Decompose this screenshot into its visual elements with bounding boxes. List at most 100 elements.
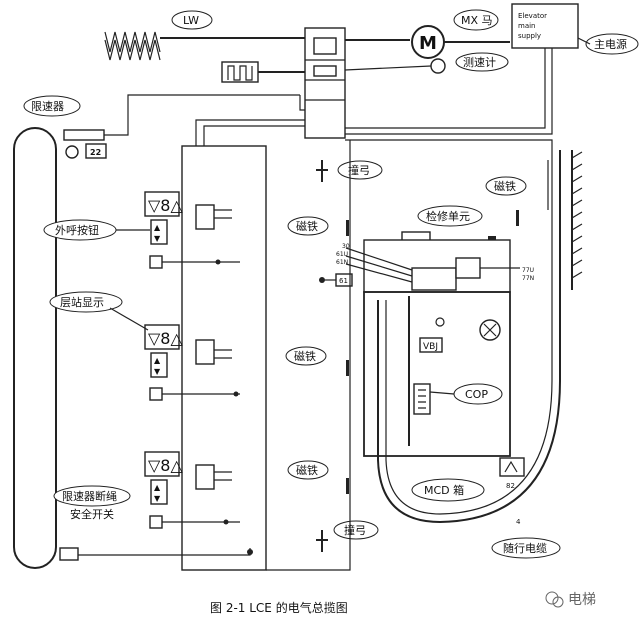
supply-cable: [345, 48, 546, 129]
governor-wire-end: [299, 95, 305, 111]
speedometer-callout: [455, 52, 509, 72]
duct-to-cabinet-wire: [266, 140, 351, 571]
cab-term-4: 61: [339, 277, 348, 285]
governor-rope-loop: [13, 127, 57, 569]
mx-callout: [453, 9, 499, 31]
travel-cable-inner: [385, 150, 553, 515]
hall-button-label: 外呼按钮: [55, 223, 99, 237]
figure-caption: 图 2-1 LCE 的电气总揽图: [210, 600, 348, 615]
fan-blades: [483, 323, 497, 337]
cab-term-dot: [319, 277, 325, 283]
car-top-wire-a: [345, 247, 413, 271]
main-power-label: 主电源: [594, 37, 627, 51]
governor-num: 22: [90, 148, 101, 157]
magnet-3-label: 磁铁: [294, 350, 316, 363]
mcd-callout: [411, 478, 485, 502]
mcd-box: [499, 457, 525, 477]
duct-wire-1: [195, 119, 305, 146]
supply-line-1: Elevator: [518, 12, 547, 20]
fixture-wires: [214, 209, 232, 481]
rail-hatch: [571, 151, 583, 279]
svg-text:▲: ▲: [154, 483, 161, 492]
governor-callout: [23, 95, 81, 117]
control-cabinet: [304, 27, 346, 139]
vbj-label: VBJ: [423, 342, 438, 352]
travel-cable-outer: [377, 150, 561, 524]
svg-text:▲: ▲: [154, 223, 161, 232]
governor-safety-switch: [59, 547, 79, 561]
mx-label: MX 马: [461, 14, 493, 27]
magnet-3-callout: [285, 346, 327, 366]
indicator-top: ▽8△: [148, 196, 183, 215]
buffer-top-icon: [316, 160, 328, 182]
hall-button-bottom[interactable]: [150, 479, 168, 505]
cop-panel[interactable]: [413, 383, 431, 415]
buffer-bottom-icon: [316, 530, 328, 552]
svg-text:▼: ▼: [154, 367, 161, 376]
lw-callout: [171, 10, 213, 30]
watermark: 电梯: [545, 591, 596, 608]
governor-switch-callout-1: [53, 485, 131, 507]
cab-term-2: 61U: [336, 251, 348, 258]
magnet-4-callout: [287, 460, 329, 480]
car-top-wire-b: [345, 255, 413, 277]
car-top-junction: [411, 267, 457, 291]
car-top-frame: [363, 239, 511, 293]
supply-line-2: main: [518, 22, 536, 30]
num-82: 82: [506, 482, 515, 490]
buffer-bottom-callout: [333, 520, 379, 540]
speedometer-coil-icon: [221, 61, 259, 83]
travel-cable-label: 随行电缆: [503, 541, 547, 555]
car-body: [363, 291, 511, 457]
hall-button-top[interactable]: [150, 219, 168, 245]
governor-switch-label-1: 限速器断绳: [62, 489, 117, 503]
floor-display-label: 层站显示: [60, 295, 104, 309]
cab-term-1: 30: [342, 243, 350, 250]
svg-text:▼: ▼: [154, 234, 161, 243]
hall-button-middle[interactable]: [150, 352, 168, 378]
tacho-wire: [344, 65, 432, 71]
vbj-box: [419, 337, 443, 353]
lw-label: LW: [183, 14, 199, 27]
magnet-2-icon: [516, 210, 519, 226]
floor-display-callout: [49, 291, 123, 313]
magnet-1-callout: [287, 216, 329, 236]
motor-icon: M: [411, 25, 445, 59]
magnet-2-label: 磁铁: [494, 180, 516, 193]
governor-wire: [104, 94, 300, 136]
tacho-icon: [430, 58, 446, 74]
supply-cable-2: [345, 48, 553, 135]
magnet-4-icon: [346, 478, 349, 494]
duct-wire-2: [203, 125, 305, 146]
supply-line-3: supply: [518, 32, 541, 40]
hoistway-duct: [181, 145, 267, 571]
indicator-bottom: ▽8△: [148, 456, 183, 475]
svg-text:M: M: [419, 33, 437, 54]
magnet-1-icon: [346, 220, 349, 236]
main-power-leader: [577, 37, 591, 45]
lw-resistor-icon: [104, 31, 161, 61]
main-power-callout: [585, 33, 639, 55]
floor-fixture-middle: ▽8△ ▲ ▼: [144, 324, 215, 401]
car-top-box-2: [455, 257, 481, 279]
speedometer-label: 测速计: [463, 56, 496, 69]
inspection-label: 检修单元: [426, 209, 470, 223]
travel-cable-callout: [491, 537, 561, 559]
cab-right-term-1: 77U: [522, 267, 534, 274]
magnet-2-callout: [485, 176, 527, 196]
cab-term-3: 61N: [336, 259, 348, 266]
svg-text:▼: ▼: [154, 494, 161, 503]
floor-fixture-bottom: ▽8△ ▲ ▼: [144, 451, 215, 529]
magnet-3-icon: [346, 360, 349, 376]
cop-label: COP: [465, 388, 488, 401]
governor-switch-wire: [78, 548, 251, 556]
car-light-icon: [435, 317, 445, 327]
car-top-wire-c: [345, 263, 413, 283]
cab-right-term-2: 77N: [522, 275, 534, 282]
cable-top: [345, 139, 553, 150]
watermark-text: 电梯: [568, 592, 596, 608]
num-4: 4: [516, 518, 521, 526]
mcd-label: MCD 箱: [424, 483, 464, 497]
